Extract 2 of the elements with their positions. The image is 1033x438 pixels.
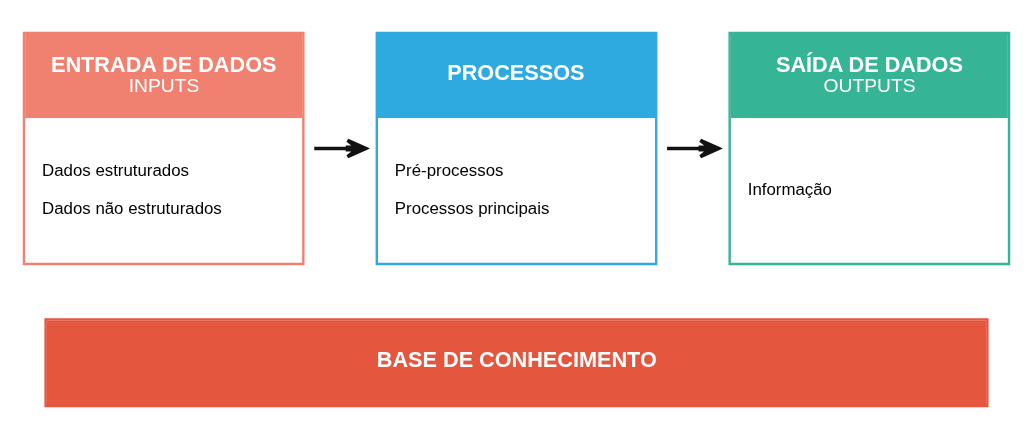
arrow [314, 138, 368, 158]
arrow [667, 138, 721, 158]
